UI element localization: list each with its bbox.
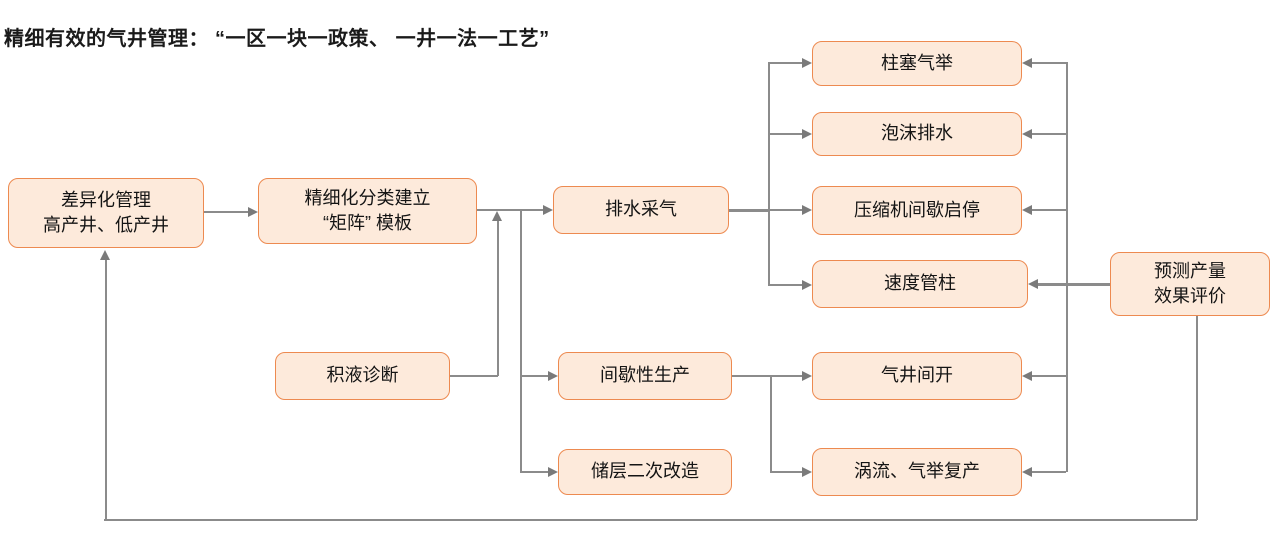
arrowhead-right-icon [802,58,812,68]
node-drainage-gas-recovery: 排水采气 [553,186,729,234]
node-reservoir-restimulation: 储层二次改造 [558,449,732,495]
connector-line [1196,316,1198,520]
connector-line [768,62,802,64]
connector-line [1032,375,1066,377]
arrowhead-left-icon [1022,371,1032,381]
connector-line [1066,62,1068,472]
connector-line [520,209,522,472]
node-gas-well-intermittent-opening: 气井间开 [812,352,1022,400]
arrowhead-right-icon [802,467,812,477]
node-compressor-intermittent-startstop: 压缩机间歇启停 [812,186,1022,235]
node-label: 预测产量 [1154,260,1226,281]
arrowhead-right-icon [802,371,812,381]
node-intermittent-production: 间歇性生产 [558,352,732,400]
connector-line [520,471,548,473]
connector-line [520,375,548,377]
arrowhead-up-icon [100,250,110,260]
node-velocity-string: 速度管柱 [812,260,1028,308]
arrowhead-right-icon [548,371,558,381]
node-label: 间歇性生产 [600,365,690,386]
connector-line [450,375,498,377]
connector-line [204,211,248,213]
arrowhead-left-icon [1022,58,1032,68]
arrowhead-right-icon [548,467,558,477]
node-label: 泡沫排水 [881,123,953,144]
node-label: 积液诊断 [326,365,399,386]
connector-line [1032,209,1066,211]
node-label: 效果评价 [1154,286,1226,306]
node-label: 差异化管理 [61,189,151,210]
connector-line [770,375,772,472]
connector-line [729,209,768,212]
node-label: 涡流、气举复产 [854,461,980,482]
arrowhead-up-icon [492,211,502,221]
arrowhead-left-icon [1022,467,1032,477]
node-differentiated-management: 差异化管理 高产井、低产井 [8,178,204,248]
connector-line [1032,133,1066,135]
node-label: 排水采气 [605,199,677,220]
node-label: 柱塞气举 [881,52,953,73]
node-refined-classification-matrix: 精细化分类建立 “矩阵” 模板 [258,178,477,244]
arrowhead-left-icon [1022,205,1032,215]
node-label: 气井间开 [881,365,953,386]
arrowhead-right-icon [802,280,812,290]
node-label: 速度管柱 [884,273,956,294]
connector-line [768,133,802,135]
arrowhead-left-icon [1028,279,1038,289]
node-label: 精细化分类建立 [304,187,431,208]
connector-line [1038,283,1110,286]
connector-line [1032,471,1066,473]
node-label: 压缩机间歇启停 [854,199,980,220]
arrowhead-right-icon [802,129,812,139]
node-foam-drainage: 泡沫排水 [812,112,1022,156]
connector-line [477,209,543,211]
connector-line [770,375,802,377]
arrowhead-right-icon [248,207,258,217]
node-liquid-loading-diagnosis: 积液诊断 [275,352,450,400]
connector-line [1032,62,1066,64]
node-label: “矩阵” 模板 [323,213,412,233]
node-label: 高产井、低产井 [43,215,169,235]
connector-line [768,209,802,211]
node-plunger-gas-lift: 柱塞气举 [812,41,1022,86]
arrowhead-right-icon [802,205,812,215]
arrowhead-left-icon [1022,129,1032,139]
connector-line [770,471,802,473]
connector-line [732,375,770,377]
diagram-title: 精细有效的气井管理： “一区一块一政策、 一井一法一工艺” [4,28,550,50]
connector-line [104,519,1197,521]
arrowhead-right-icon [543,205,553,215]
node-production-forecast-evaluation: 预测产量 效果评价 [1110,252,1270,316]
node-label: 储层二次改造 [591,461,699,482]
connector-line [105,260,107,520]
connector-line [768,284,802,286]
node-vortex-gas-lift-restart: 涡流、气举复产 [812,448,1022,496]
connector-line [768,62,770,285]
connector-line [497,221,499,376]
